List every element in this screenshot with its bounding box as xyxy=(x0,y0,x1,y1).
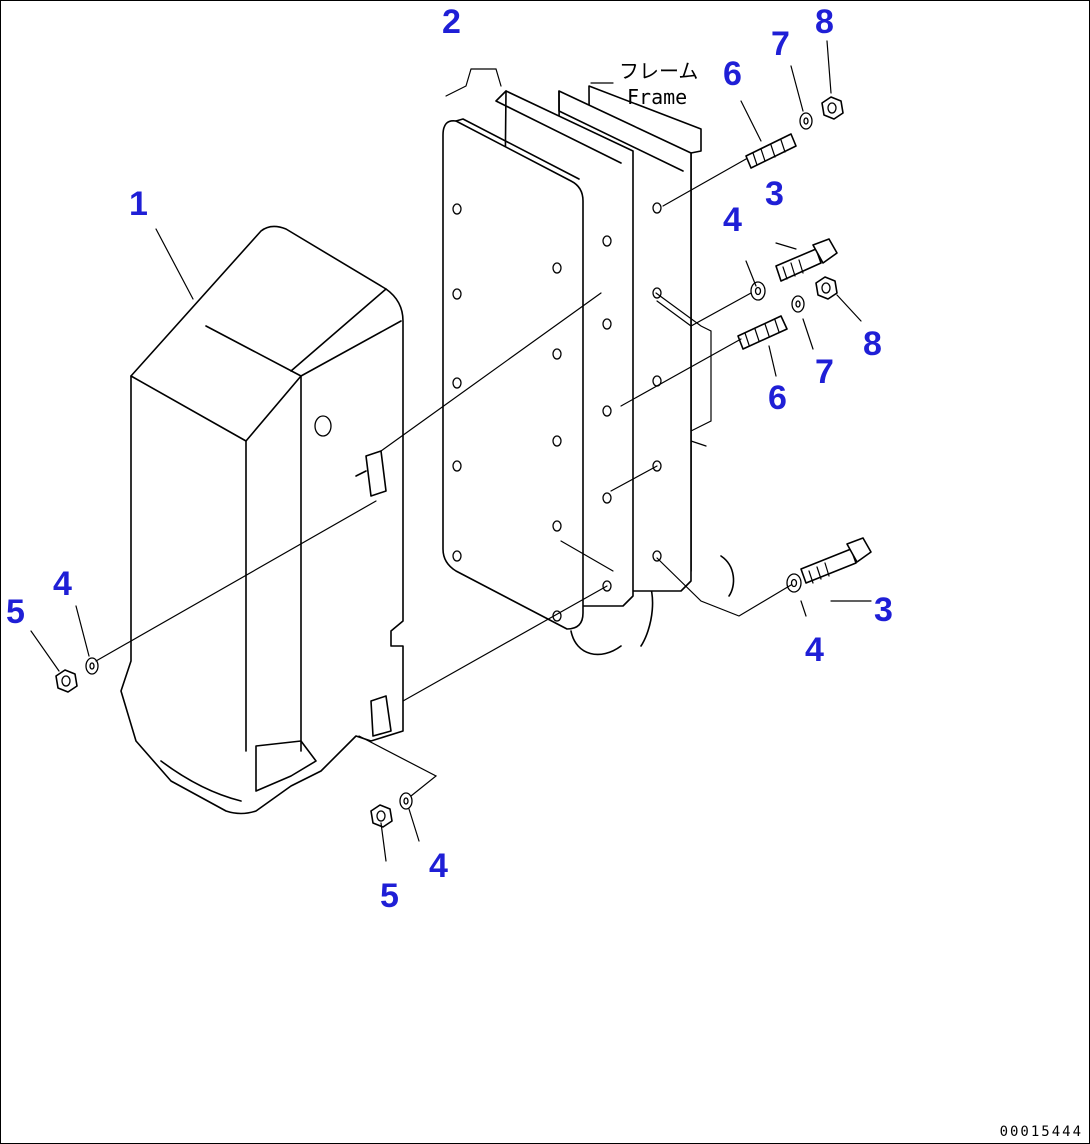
callout-part-3-lower: 3 xyxy=(874,591,893,629)
callout-part-6-lower: 6 xyxy=(768,379,787,417)
callout-part-4-upper: 4 xyxy=(723,201,742,239)
callout-part-8-lower: 8 xyxy=(863,325,882,363)
stud-lower xyxy=(737,315,788,350)
callout-part-4-bottom: 4 xyxy=(429,847,448,885)
callout-part-2: 2 xyxy=(442,3,461,41)
callout-part-7-lower: 7 xyxy=(815,353,834,391)
callout-part-5-left: 5 xyxy=(6,593,25,631)
nuts xyxy=(55,96,844,828)
document-code: 00015444 xyxy=(999,1124,1083,1140)
callout-part-4-lower: 4 xyxy=(805,631,824,669)
callout-part-1: 1 xyxy=(129,185,148,223)
bolt-lower xyxy=(800,537,872,584)
callout-part-3-upper: 3 xyxy=(765,175,784,213)
callout-part-8-upper: 8 xyxy=(815,3,834,41)
washers xyxy=(85,112,813,810)
stud-upper xyxy=(745,133,797,169)
plate-front xyxy=(442,118,584,630)
cover-body xyxy=(120,225,404,815)
callout-part-6-upper: 6 xyxy=(723,55,742,93)
callout-part-7-upper: 7 xyxy=(771,25,790,63)
bolt-upper xyxy=(775,238,838,282)
assembly-lines xyxy=(95,158,792,797)
frame-label-japanese: フレーム xyxy=(619,59,699,83)
callout-part-5-bottom: 5 xyxy=(380,877,399,915)
callout-part-4-left: 4 xyxy=(53,565,72,603)
plate-holes xyxy=(452,202,662,622)
callout-leaders xyxy=(30,40,872,862)
frame-label-english: Frame xyxy=(627,85,688,109)
